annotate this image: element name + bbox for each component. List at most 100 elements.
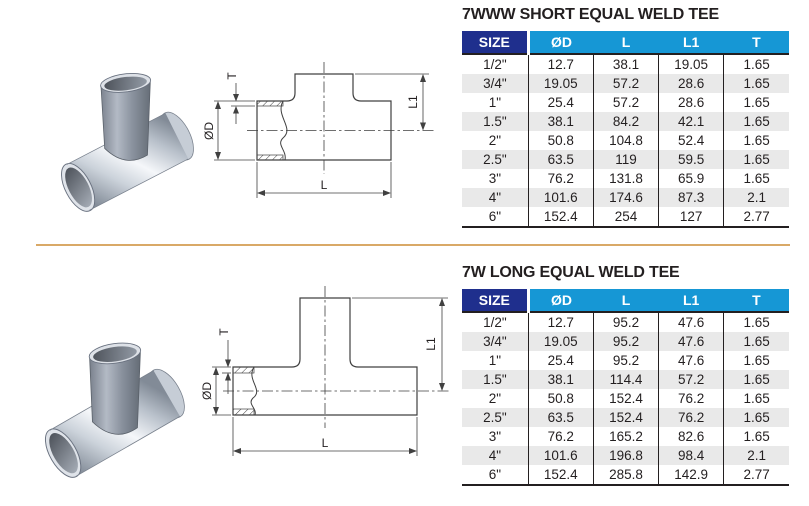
table-cell: 1.5"	[483, 114, 507, 129]
dim-label-l1: L1	[406, 95, 420, 109]
column-header-0: SIZE	[462, 289, 530, 313]
centerlines	[247, 62, 436, 174]
column-header-2: L	[593, 289, 659, 313]
table-cell: 38.1	[592, 54, 659, 74]
dim-label-l: L	[322, 436, 329, 450]
weld-end-section	[256, 100, 288, 161]
section-title-long-tee: 7W LONG EQUAL WELD TEE	[462, 264, 680, 281]
dim-label-od: ØD	[203, 122, 216, 140]
table-cell: 174.6	[592, 188, 659, 207]
table-cell: 25.4	[527, 351, 594, 370]
table-cell: 1.65	[723, 74, 789, 93]
table-cell: 59.5	[658, 150, 724, 169]
centerlines	[223, 286, 451, 428]
table-cell: 1/2"	[483, 57, 507, 72]
table-cell: 152.4	[527, 465, 594, 485]
dim-label-l1: L1	[424, 337, 438, 351]
table-cell: 101.6	[527, 188, 594, 207]
table-cell: 28.6	[658, 74, 724, 93]
table-cell: 1.5"	[483, 372, 507, 387]
dimension-arrows	[213, 298, 445, 454]
table-cell: 2.5"	[483, 152, 507, 167]
table-cell: 3/4"	[483, 76, 507, 91]
column-header-3: L1	[658, 31, 724, 55]
table-cell: 152.4	[527, 207, 594, 227]
table-cell: 3"	[488, 429, 501, 444]
table-cell: 50.8	[527, 131, 594, 150]
table-cell: 65.9	[658, 169, 724, 188]
table-cell: 1.65	[723, 351, 789, 370]
table-cell: 285.8	[592, 465, 659, 485]
table-cell: 50.8	[527, 389, 594, 408]
table-cell: 165.2	[592, 427, 659, 446]
long-tee-3d-render	[44, 342, 185, 478]
section-divider	[36, 244, 790, 246]
dimension-arrows	[215, 74, 426, 196]
table-cell: 1"	[488, 353, 501, 368]
table-cell: 119	[592, 150, 659, 169]
table-cell: 2.1	[723, 446, 789, 465]
dimension-labels: T ØD L1 L	[203, 72, 420, 192]
tee-branch	[88, 342, 142, 435]
table-cell: 95.2	[592, 332, 659, 351]
long-tee-technical-drawing: T ØD L1 L	[202, 286, 451, 456]
table-cell: 131.8	[592, 169, 659, 188]
table-cell: 19.05	[527, 332, 594, 351]
table-cell: 127	[658, 207, 724, 227]
table-cell: 142.9	[658, 465, 724, 485]
table-cell: 76.2	[527, 427, 594, 446]
short-tee-technical-drawing: T ØD L1 L	[203, 62, 436, 198]
dim-label-t: T	[217, 328, 231, 336]
table-cell: 104.8	[592, 131, 659, 150]
table-cell: 47.6	[658, 351, 724, 370]
table-cell: 3"	[488, 171, 501, 186]
table-cell: 1.65	[723, 408, 789, 427]
table-cell: 1.65	[723, 93, 789, 112]
table-cell: 6"	[488, 467, 501, 482]
dimension-labels: T ØD L1 L	[202, 328, 438, 450]
table-cell: 1.65	[723, 54, 789, 74]
table-cell: 42.1	[658, 112, 724, 131]
table-cell: 6"	[488, 209, 501, 224]
table-cell: 4"	[488, 190, 501, 205]
table-cell: 152.4	[592, 389, 659, 408]
table-cell: 2"	[488, 133, 501, 148]
table-cell: 2.77	[723, 465, 789, 485]
table-cell: 114.4	[592, 370, 659, 389]
table-cell: 1.65	[723, 332, 789, 351]
table-cell: 95.2	[592, 312, 659, 332]
table-cell: 1/2"	[483, 315, 507, 330]
table-cell: 12.7	[527, 312, 594, 332]
table-cell: 76.2	[658, 389, 724, 408]
column-header-1: ØD	[528, 31, 594, 55]
table-cell: 1.65	[723, 427, 789, 446]
table-cell: 196.8	[592, 446, 659, 465]
column-header-0: SIZE	[462, 31, 530, 55]
table-cell: 101.6	[527, 446, 594, 465]
dim-label-t: T	[225, 72, 239, 80]
column-header-1: ØD	[528, 289, 594, 313]
table-cell: 19.05	[658, 54, 724, 74]
table-cell: 47.6	[658, 332, 724, 351]
table-cell: 1"	[488, 95, 501, 110]
dim-label-l: L	[321, 178, 328, 192]
table-cell: 87.3	[658, 188, 724, 207]
table-cell: 152.4	[592, 408, 659, 427]
table-cell: 52.4	[658, 131, 724, 150]
